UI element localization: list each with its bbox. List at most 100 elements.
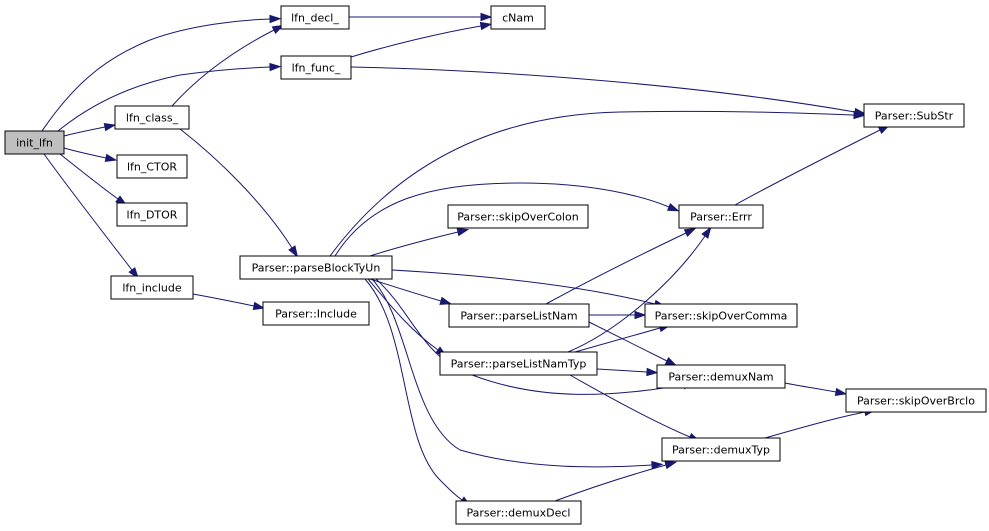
edge-line xyxy=(171,29,275,107)
edge-line xyxy=(764,411,866,439)
arrowhead xyxy=(269,62,282,72)
node-box[interactable] xyxy=(439,351,598,376)
node-cnam[interactable]: cNam xyxy=(490,5,546,30)
node-label: Parser::parseListNamTyp xyxy=(451,358,587,371)
arrowhead xyxy=(104,153,118,162)
arrowhead xyxy=(646,367,659,377)
node-box[interactable] xyxy=(116,154,188,179)
edge-line xyxy=(784,382,837,393)
node-label: Parser::Errr xyxy=(690,211,752,224)
arrowhead xyxy=(666,202,680,212)
node-parser-parselistnam[interactable]: Parser::parseListNam xyxy=(448,303,590,328)
node-box[interactable] xyxy=(239,255,393,280)
node-box[interactable] xyxy=(110,275,194,300)
node-parser-skipovercomma[interactable]: Parser::skipOverComma xyxy=(644,303,798,328)
node-label: Parser::parseBlockTyUn xyxy=(252,262,381,275)
edge-parser-parseblocktyun-to-parser-skipovercolon xyxy=(369,228,470,257)
node-box[interactable] xyxy=(661,437,781,462)
node-box[interactable] xyxy=(447,204,589,229)
edge-line xyxy=(63,126,106,137)
node-box[interactable] xyxy=(114,105,190,130)
arrowhead xyxy=(456,228,470,237)
node-label: Parser::skipOverComma xyxy=(655,310,788,323)
edge-parser-parselistnam-to-parser-skipovercomma xyxy=(589,310,647,320)
node-box[interactable] xyxy=(678,204,764,229)
node-lfn-class[interactable]: lfn_class_ xyxy=(114,105,190,130)
edge-line xyxy=(391,269,656,305)
arrowhead xyxy=(701,226,712,239)
node-parser-demuxtyp[interactable]: Parser::demuxTyp xyxy=(661,437,781,462)
node-box[interactable] xyxy=(280,55,352,80)
edge-parser-parseblocktyun-to-parser-parselistnam xyxy=(369,278,453,305)
node-label: lfn_DTOR xyxy=(127,209,178,222)
node-label: cNam xyxy=(502,12,534,25)
node-box[interactable] xyxy=(863,103,965,128)
node-box[interactable] xyxy=(448,303,590,328)
edge-line xyxy=(350,66,856,113)
edge-line xyxy=(367,278,439,351)
node-box[interactable] xyxy=(116,202,188,227)
node-box[interactable] xyxy=(656,364,786,389)
edge-parser-demuxnam-to-parser-skipoverbrclo xyxy=(784,382,848,397)
edge-init-lfn-to-lfn-include xyxy=(43,153,140,280)
node-label: Parser::SubStr xyxy=(875,110,954,123)
node-parser-parselistnamtyp[interactable]: Parser::parseListNamTyp xyxy=(439,351,598,376)
edge-init-lfn-to-lfn-class xyxy=(63,123,117,137)
node-label: Parser::Include xyxy=(275,308,357,321)
node-parser-substr[interactable]: Parser::SubStr xyxy=(863,103,965,128)
edge-line xyxy=(369,278,442,302)
node-label: init_lfn xyxy=(16,137,53,150)
nodes-layer: init_lfn lfn_decl_ cNamlfn_func_Parser::Su… xyxy=(4,5,987,525)
arrowhead xyxy=(683,228,697,238)
node-parser-parseblocktyun[interactable]: Parser::parseBlockTyUn xyxy=(239,255,393,280)
node-parser-skipovercolon[interactable]: Parser::skipOverColon xyxy=(447,204,589,229)
node-label: Parser::demuxDecl xyxy=(467,507,571,520)
node-lfn-func[interactable]: lfn_func_ xyxy=(280,55,352,80)
node-parser-demuxdecl[interactable]: Parser::demuxDecl xyxy=(455,500,582,525)
edge-lfn-class-to-parser-parseblocktyun xyxy=(179,128,299,258)
node-lfn-decl[interactable]: lfn_decl_ xyxy=(280,5,350,30)
node-box[interactable] xyxy=(262,301,370,326)
edge-line xyxy=(554,464,667,502)
edge-line xyxy=(41,18,271,132)
edge-line xyxy=(43,153,133,271)
edge-parser-parselistnamtyp-to-parser-demuxnam xyxy=(596,367,659,377)
edge-line xyxy=(567,235,706,353)
node-box[interactable] xyxy=(280,5,350,30)
arrowhead xyxy=(269,14,282,24)
edge-parser-parselistnam-to-parser-errr xyxy=(545,228,697,305)
edge-line xyxy=(596,368,648,373)
node-box[interactable] xyxy=(644,303,798,328)
arrowhead xyxy=(288,245,299,258)
node-label: Parser::demuxTyp xyxy=(672,444,770,457)
edge-init-lfn-to-lfn-func xyxy=(57,62,282,132)
edge-line xyxy=(574,327,661,353)
node-parser-demuxnam[interactable]: Parser::demuxNam xyxy=(656,364,786,389)
node-box[interactable] xyxy=(4,130,65,155)
edge-parser-errr-to-parser-substr xyxy=(734,124,891,206)
arrowhead xyxy=(634,310,647,320)
node-parser-include[interactable]: Parser::Include xyxy=(262,301,370,326)
edge-line xyxy=(588,321,668,362)
arrowhead xyxy=(853,110,866,120)
edge-line xyxy=(350,25,482,58)
node-parser-errr[interactable]: Parser::Errr xyxy=(678,204,764,229)
node-box[interactable] xyxy=(490,5,546,30)
node-parser-skipoverbrclo[interactable]: Parser::skipOverBrclo xyxy=(845,388,987,413)
edge-line xyxy=(57,66,271,132)
edge-parser-parseblocktyun-to-parser-errr xyxy=(334,182,680,257)
node-lfn-include[interactable]: lfn_include xyxy=(110,275,194,300)
edge-init-lfn-to-lfn-dtor xyxy=(59,153,128,206)
node-init-lfn[interactable]: init_lfn xyxy=(4,130,65,155)
node-label: lfn_CTOR xyxy=(127,161,177,174)
edge-parser-parseblocktyun-to-parser-skipovercomma xyxy=(391,269,667,308)
arrowhead xyxy=(128,267,140,280)
node-lfn-dtor[interactable]: lfn_DTOR xyxy=(116,202,188,227)
node-lfn-ctor[interactable]: lfn_CTOR xyxy=(116,154,188,179)
node-box[interactable] xyxy=(455,500,582,525)
node-label: lfn_include xyxy=(122,282,181,295)
edge-parser-demuxdecl-to-parser-demuxtyp xyxy=(554,461,678,502)
node-box[interactable] xyxy=(845,388,987,413)
arrowhead xyxy=(651,460,664,470)
edge-parser-parseblocktyun-to-parser-substr xyxy=(329,110,866,257)
